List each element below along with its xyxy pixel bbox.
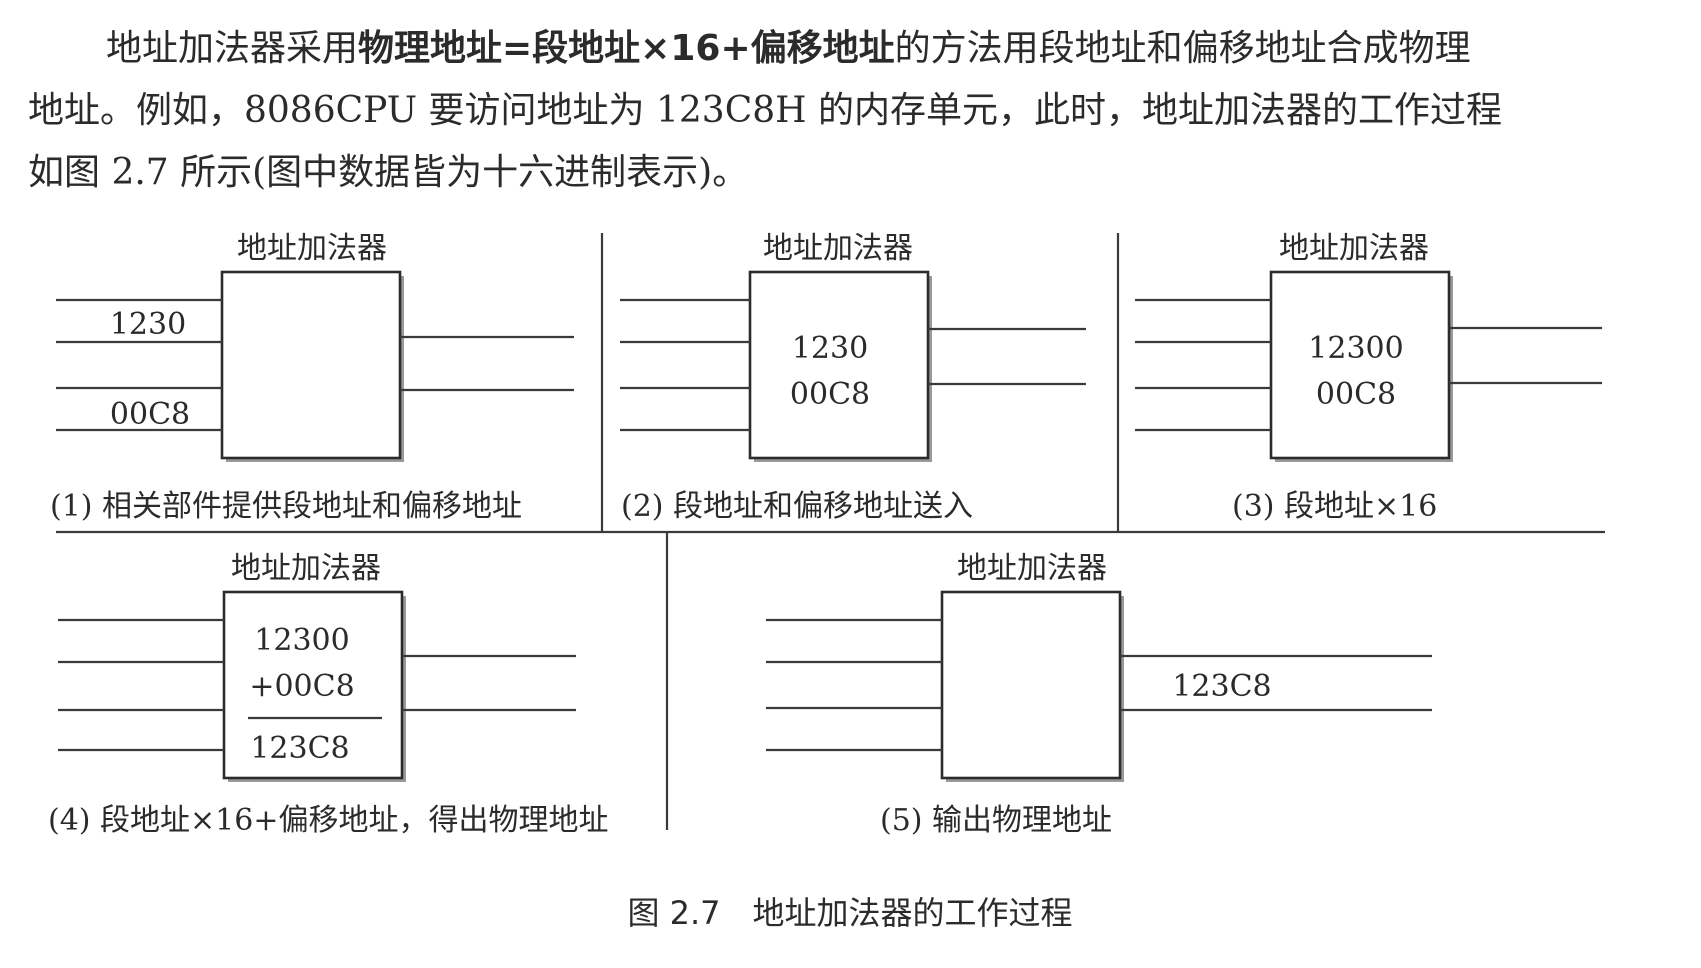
adder-label: 地址加法器 [763,231,913,266]
adder-label: 地址加法器 [1279,231,1429,266]
offset-addend-value: +00C8 [249,669,354,704]
formula-bold-text: 物理地址=段地址×16+偏移地址 [358,28,895,69]
segment-x16-value: 12300 [254,623,349,658]
adder-box [748,270,930,460]
adder-box [220,270,402,460]
figure-title: 图 2.7 地址加法器的工作过程 [627,894,1072,932]
sum-result-value: 123C8 [250,731,349,766]
paragraph-text: 地址加法器采用 [106,28,359,69]
adder-label: 地址加法器 [957,551,1107,586]
offset-value: 00C8 [1316,377,1396,412]
paragraph-line-1: 地址加法器采用物理地址=段地址×16+偏移地址的方法用段地址和偏移地址合成物理 [28,18,1648,80]
panel-caption: (4) 段地址×16+偏移地址，得出物理地址 [48,803,608,838]
intro-paragraph: 地址加法器采用物理地址=段地址×16+偏移地址的方法用段地址和偏移地址合成物理 … [28,18,1648,204]
adder-box [940,590,1122,780]
segment-value: 1230 [110,307,186,342]
segment-value: 1230 [792,331,868,366]
panel-caption: (3) 段地址×16 [1232,489,1437,524]
paragraph-line-2: 地址。例如，8086CPU 要访问地址为 123C8H 的内存单元，此时，地址加… [28,90,1502,131]
physical-address-output: 123C8 [1172,669,1271,704]
panel-2: 地址加法器 1230 00C8 (2) 段地址和偏移地址送入 [620,231,1086,524]
panel-3: 地址加法器 12300 00C8 (3) 段地址×16 [1135,231,1602,524]
paragraph-line-3: 如图 2.7 所示(图中数据皆为十六进制表示)。 [28,152,749,193]
paragraph-text: 的方法用段地址和偏移地址合成物理 [894,28,1471,69]
adder-box [222,590,404,780]
adder-label: 地址加法器 [237,231,387,266]
segment-x16-value: 12300 [1308,331,1403,366]
panel-caption: (2) 段地址和偏移地址送入 [621,489,973,524]
panel-caption: (5) 输出物理地址 [880,803,1112,838]
panel-caption: (1) 相关部件提供段地址和偏移地址 [50,489,522,524]
adder-label: 地址加法器 [231,551,381,586]
offset-value: 00C8 [790,377,870,412]
adder-box [1269,270,1451,460]
panel-1: 地址加法器 1230 00C8 (1) 相关部件提供段地址和偏移地址 [50,231,574,524]
panel-5: 地址加法器 123C8 (5) 输出物理地址 [766,551,1432,838]
offset-value: 00C8 [110,397,190,432]
panel-4: 地址加法器 12300 +00C8 123C8 (4) 段地址×16+偏移地址，… [48,551,608,838]
